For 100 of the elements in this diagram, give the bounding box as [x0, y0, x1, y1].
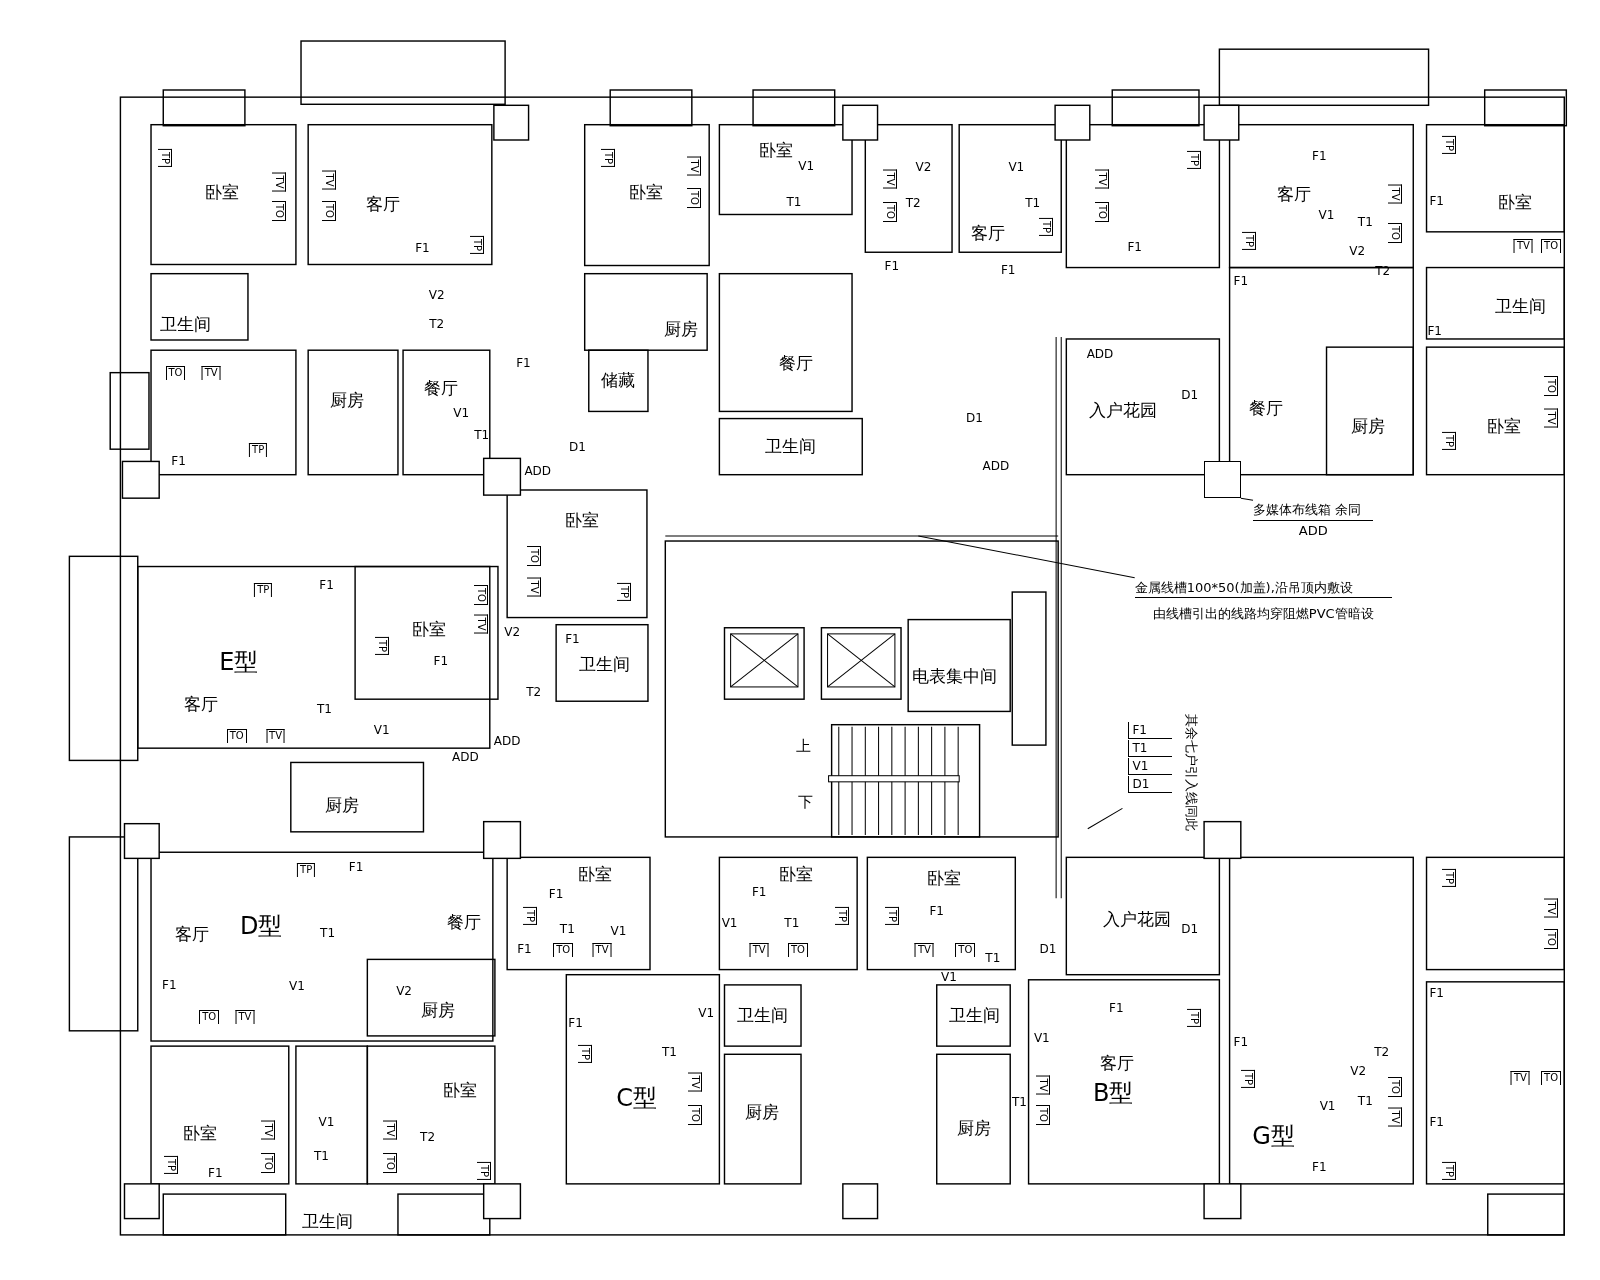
outlet-symbol: TO	[382, 1153, 397, 1174]
circuit-label: F1	[319, 578, 334, 591]
circuit-label: F1	[751, 885, 767, 898]
circuit-label: V1	[1008, 161, 1025, 174]
outlet-symbol: TO	[1387, 222, 1402, 243]
circuit-label: V1	[1318, 209, 1335, 222]
unit-type-label: C型	[616, 1085, 658, 1110]
circuit-label: F1	[1128, 722, 1173, 740]
room-label: 入户花园	[1102, 910, 1171, 928]
outlet-symbol: TO	[526, 546, 541, 567]
circuit-label: D1	[1039, 942, 1057, 955]
outlet-symbol: TP	[1441, 1162, 1456, 1181]
circuit-label: T1	[1025, 197, 1041, 210]
outlet-symbol: TP	[254, 582, 273, 597]
circuit-label: D1	[1128, 776, 1173, 794]
outlet-symbol: TO	[686, 187, 701, 208]
circuit-label: T1	[1011, 1096, 1027, 1109]
outlet-symbol: TV	[1095, 169, 1110, 189]
outlet-symbol: TP	[374, 636, 389, 655]
room-label: 卫生间	[160, 316, 212, 333]
note-text: 金属线槽100*50(加盖),沿吊顶内敷设	[1134, 577, 1392, 599]
note-text: 由线槽引出的线路均穿阻燃PVC管暗设	[1151, 605, 1375, 624]
note-text: ADD	[1297, 521, 1329, 540]
outlet-symbol: TO	[1035, 1105, 1050, 1126]
stair-label: 下	[797, 794, 813, 810]
outlet-symbol: TP	[522, 907, 537, 926]
circuit-label: D1	[1181, 922, 1199, 935]
circuit-label: T1	[320, 926, 336, 939]
circuit-label: V1	[1319, 1100, 1336, 1113]
circuit-label: V1	[289, 979, 305, 992]
circuit-label: F1	[517, 942, 532, 955]
room-label: 卧室	[758, 141, 793, 159]
outlet-symbol: TO	[687, 1105, 702, 1126]
outlet-symbol: TO	[1541, 1070, 1561, 1085]
circuit-label: F1	[1127, 240, 1142, 253]
room-label: 卫生间	[302, 1212, 354, 1230]
circuit-label: T2	[526, 685, 542, 698]
circuit-label: T1	[1128, 740, 1173, 758]
circuit-label: T2	[1374, 1046, 1390, 1059]
room-label: 厨房	[745, 1103, 780, 1121]
outlet-symbol: TP	[1441, 135, 1456, 154]
room-label: 客厅	[184, 695, 218, 713]
outlet-symbol: TP	[1441, 868, 1456, 887]
room-label: 餐厅	[447, 913, 482, 931]
outlet-symbol: TP	[834, 907, 849, 926]
circuit-label: F1	[548, 887, 564, 900]
outlet-symbol: TP	[1441, 431, 1456, 450]
outlet-symbol: TO	[1544, 375, 1558, 396]
room-label: 厨房	[324, 796, 359, 814]
circuit-label: V1	[1033, 1031, 1050, 1044]
outlet-symbol: TP	[164, 1156, 179, 1175]
outlet-symbol: TP	[617, 582, 632, 601]
outlet-symbol: TV	[473, 615, 488, 634]
outlet-symbol: TP	[297, 863, 316, 878]
circuit-label: V1	[798, 160, 815, 173]
outlet-symbol: TO	[955, 943, 976, 957]
outlet-symbol: TO	[1095, 202, 1110, 223]
circuit-label: V2	[396, 984, 412, 997]
room-label: 卧室	[628, 183, 663, 201]
circuit-label: F1	[1109, 1002, 1124, 1015]
outlet-symbol: TO	[321, 201, 336, 222]
circuit-label: F1	[1429, 986, 1444, 999]
outlet-symbol: TO	[1541, 238, 1561, 253]
room-label: 入户花园	[1089, 401, 1158, 419]
multimedia-box	[1204, 461, 1241, 498]
leader-line	[1087, 807, 1123, 830]
outlet-symbol: TV	[271, 172, 286, 192]
circuit-label: V2	[428, 288, 445, 301]
outlet-symbol: TV	[1387, 1107, 1402, 1127]
circuit-label: T1	[661, 1046, 677, 1059]
outlet-symbol: TV	[261, 1120, 276, 1140]
circuit-label: T1	[784, 917, 800, 930]
room-label: 厨房	[329, 391, 364, 409]
outlet-symbol: TP	[1186, 151, 1201, 170]
circuit-label: T2	[905, 197, 921, 210]
circuit-label: F1	[568, 1017, 583, 1030]
circuit-label: F1	[1429, 195, 1444, 207]
circuit-label: T1	[985, 952, 1001, 965]
outlet-symbol: TV	[382, 1120, 397, 1140]
room-label: 客厅	[1100, 1054, 1135, 1072]
room-label: 客厅	[365, 195, 400, 213]
outlet-symbol: TV	[1387, 184, 1402, 204]
circuit-label: F1	[162, 978, 177, 991]
circuit-label: V1	[1128, 758, 1173, 776]
outlet-symbol: TV	[592, 943, 612, 957]
circuit-label: F1	[1000, 264, 1016, 277]
outlet-symbol: TP	[577, 1045, 592, 1064]
room-label: 厨房	[1351, 417, 1386, 434]
circuit-label: F1	[1233, 1035, 1249, 1048]
circuit-label: F1	[415, 241, 430, 254]
leader-line	[917, 535, 1136, 579]
circuit-label: F1	[565, 632, 580, 645]
outlet-symbol: TV	[201, 366, 221, 381]
outlet-symbol: TO	[271, 201, 286, 222]
outlet-symbol: TV	[1544, 408, 1558, 428]
outlet-symbol: TP	[476, 1162, 491, 1181]
outlet-symbol: TV	[749, 943, 769, 957]
room-label: 卧室	[778, 866, 813, 883]
outlet-symbol: TO	[226, 728, 247, 743]
room-label: 卧室	[411, 620, 446, 638]
